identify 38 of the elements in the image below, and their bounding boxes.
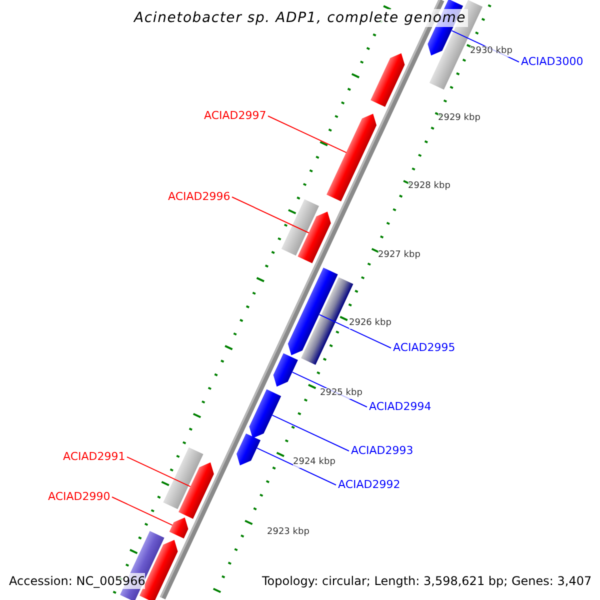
gene-label: ACIAD2993 <box>351 444 414 457</box>
gene-label: ACIAD2991 <box>63 450 126 463</box>
tick-label: 2928 kbp <box>408 181 450 192</box>
gene-block <box>169 517 188 539</box>
gene-bar <box>163 447 204 510</box>
leader-line <box>232 196 310 234</box>
gene-block <box>298 212 331 264</box>
tick-label: 2924 kbp <box>293 457 336 468</box>
tick-label: 2925 kbp <box>320 388 362 399</box>
gene-label: ACIAD2990 <box>48 490 110 503</box>
topology-note: Topology: circular; Length: 3,598,621 bp; Genes: 3,407 <box>262 573 592 589</box>
leader-line <box>112 496 173 526</box>
gene-block <box>370 53 405 107</box>
leader-line <box>256 448 336 486</box>
gene-bar <box>281 199 319 256</box>
tick-label: 2926 kbp <box>349 318 392 329</box>
gene-label: ACIAD2997 <box>204 109 266 122</box>
gene-label: ACIAD2995 <box>393 341 456 354</box>
gene-block <box>178 462 214 519</box>
gene-block <box>273 353 298 387</box>
accession-note: Accession: NC_005966 <box>9 573 146 589</box>
tick-label: 2923 kbp <box>267 527 310 538</box>
gene-block <box>249 389 282 438</box>
leader-line <box>272 414 350 452</box>
gene-block <box>288 268 338 356</box>
gene-label: ACIAD3000 <box>521 55 584 68</box>
leader-line <box>126 456 191 488</box>
tick-label: 2929 kbp <box>438 113 480 124</box>
gene-label: ACIAD2994 <box>369 400 432 413</box>
tick-label: 2930 kbp <box>470 46 512 57</box>
gene-block <box>236 433 261 466</box>
leader-line <box>318 314 392 348</box>
gene-label: ACIAD2992 <box>338 478 400 491</box>
leader-line <box>268 116 347 154</box>
gene-block <box>326 114 377 202</box>
tick-label: 2927 kbp <box>378 250 420 261</box>
map-title: Acinetobacter sp. ADP1, complete genome <box>132 9 468 27</box>
gene-label: ACIAD2996 <box>168 190 230 203</box>
